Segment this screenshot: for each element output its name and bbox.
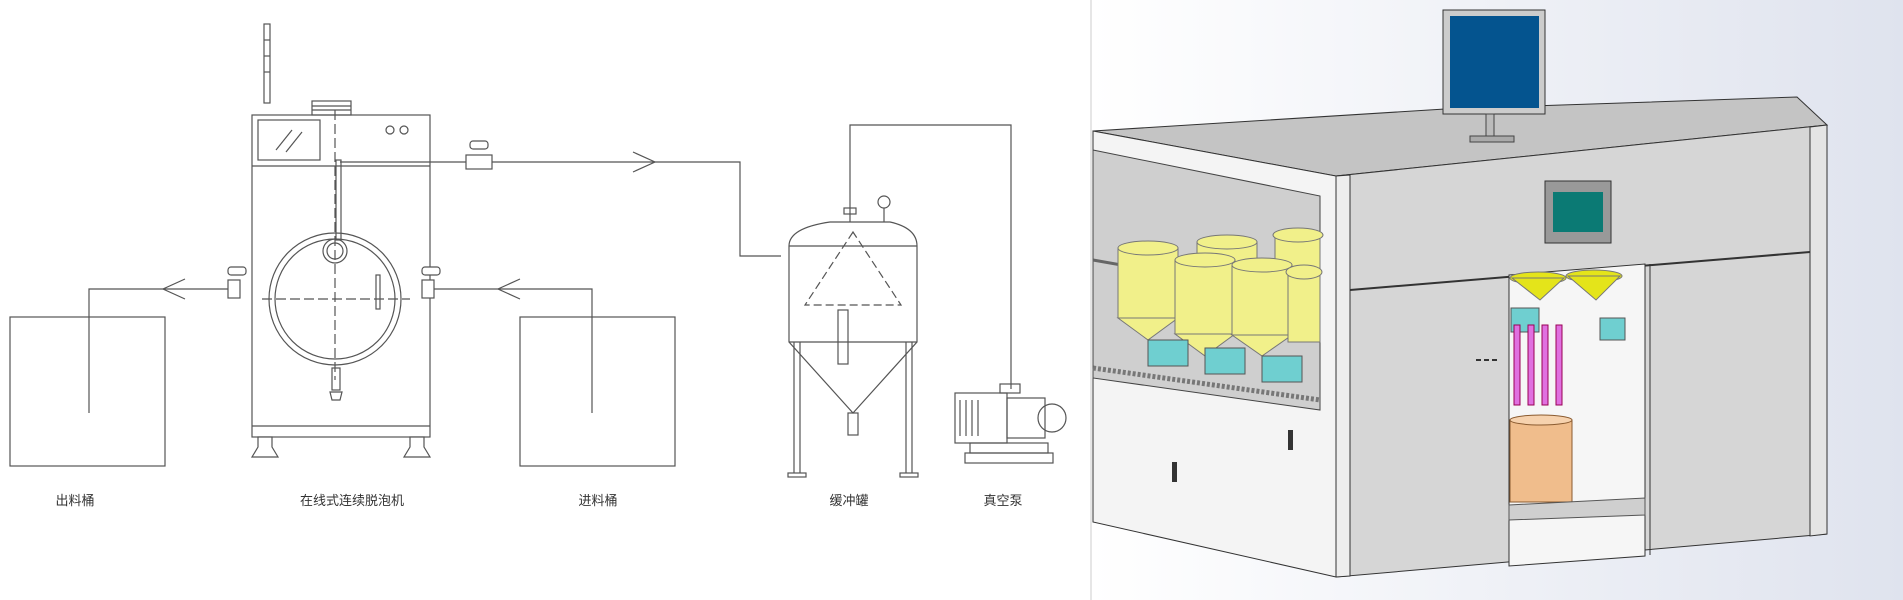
label-vacuum-pump: 真空泵 — [983, 494, 1022, 509]
outlet-pipe — [88, 288, 232, 413]
receiving-drum — [1509, 419, 1573, 503]
schematic: 出料桶 在线式连续脱泡机 进料桶 缓冲罐 真空泵 — [9, 23, 1067, 509]
inlet-pipe — [432, 288, 593, 413]
side-pumps — [1147, 339, 1303, 383]
monitor-screen — [1450, 16, 1539, 108]
render-3d — [1090, 0, 1903, 600]
dispense-tanks — [1509, 269, 1623, 301]
flow-arrow — [161, 278, 186, 300]
feed-tanks — [1116, 227, 1324, 357]
hmi-screen — [1553, 192, 1603, 232]
monitor — [1442, 9, 1546, 143]
deaerator-machine — [227, 23, 441, 458]
flow-arrow — [496, 278, 521, 300]
vacuum-pump — [954, 383, 1067, 464]
label-outlet-bucket: 出料桶 — [55, 494, 94, 509]
flow-arrow — [632, 151, 657, 173]
machine-window — [257, 119, 321, 161]
vacuum-line-to-buffer — [340, 161, 781, 257]
outlet-bucket — [9, 316, 166, 467]
dispense-nozzles — [1513, 324, 1563, 406]
buffer-tank — [787, 194, 919, 478]
label-deaerator: 在线式连续脱泡机 — [300, 493, 404, 509]
label-buffer-tank: 缓冲罐 — [829, 494, 868, 509]
label-inlet-bucket: 进料桶 — [578, 494, 617, 509]
inlet-bucket — [519, 316, 676, 467]
vacuum-line-to-pump — [849, 124, 1012, 389]
